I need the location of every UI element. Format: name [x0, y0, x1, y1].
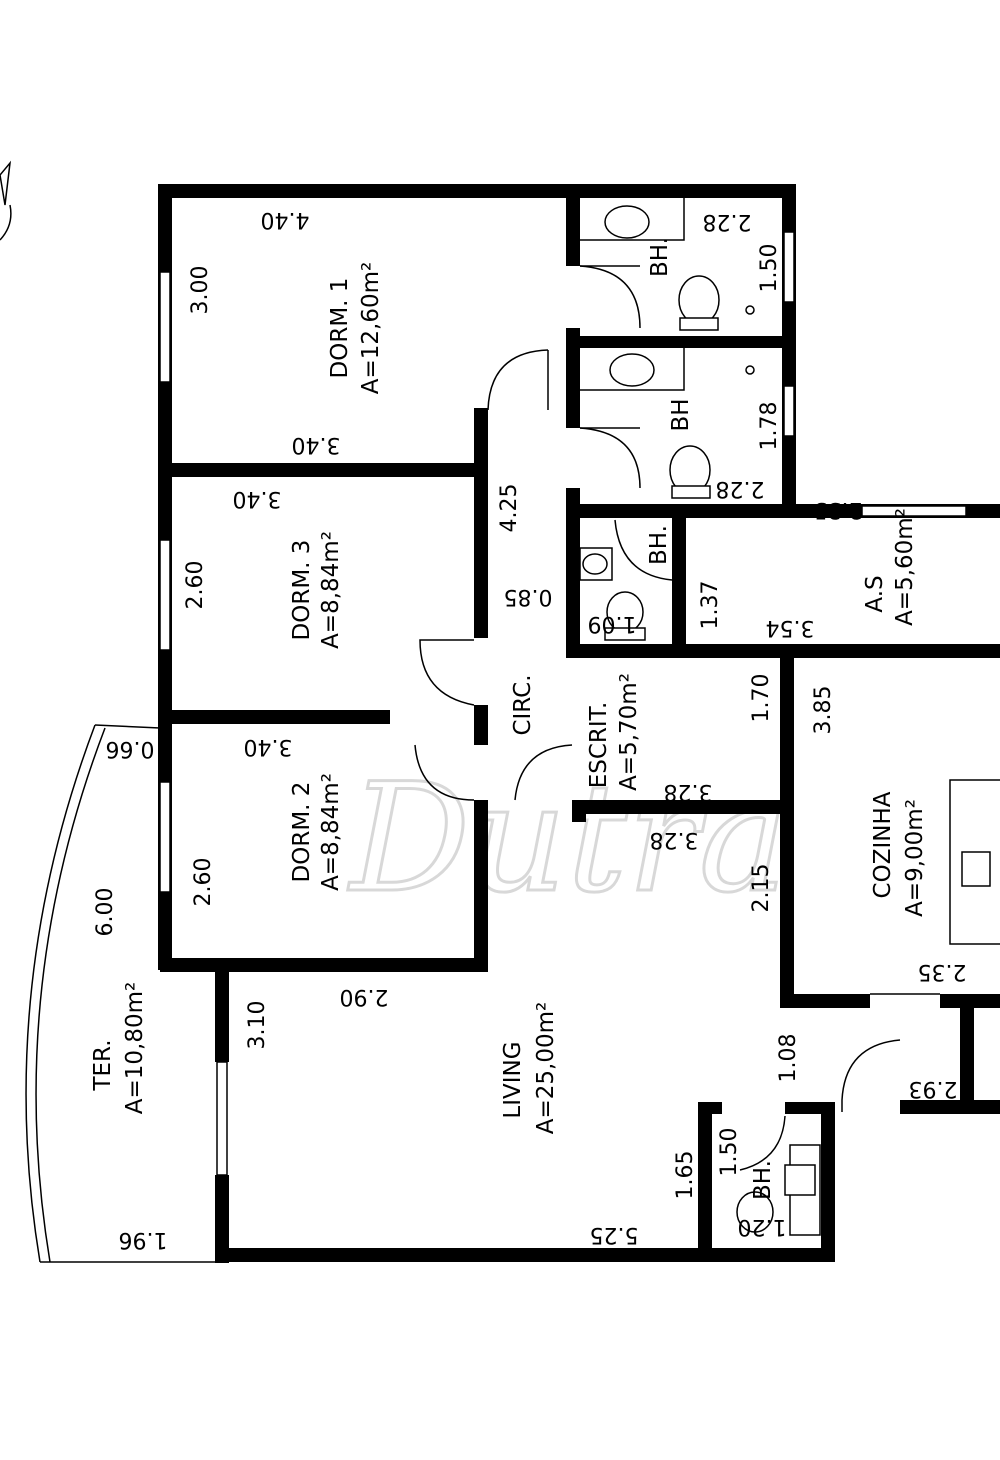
dimension-living-right: 2.15	[749, 864, 774, 913]
dimension-as-top: 2.35	[814, 497, 863, 522]
dimension-dorm3-top: 3.40	[233, 486, 282, 511]
dimension-kitchen-bottom: 2.35	[918, 959, 967, 984]
dimension-bh1-height: 1.50	[757, 244, 782, 293]
room-label-as: A.S	[862, 575, 888, 612]
dimension-ter-bottom: 1.96	[119, 1227, 168, 1252]
room-label-dorm3: DORM. 3	[289, 540, 315, 641]
dimension-ter-top: 0.66	[106, 736, 155, 761]
room-labels: DORM. 1 A=12,60m² DORM. 3 A=8,84m² DORM.…	[90, 237, 928, 1200]
dimension-dorm2-top: 3.40	[244, 734, 293, 759]
room-label-escrit: ESCRIT.	[586, 702, 612, 789]
dimension-door-width: 1.08	[776, 1034, 801, 1083]
dimension-bh2-width: 2.28	[716, 476, 765, 501]
room-area-dorm2: A=8,84m²	[318, 773, 344, 891]
dimension-living-bottom: 5.25	[590, 1222, 639, 1247]
dimension-as-bottom: 3.54	[766, 615, 815, 640]
doors	[414, 265, 963, 1171]
dimension-dorm1-bottom: 3.40	[292, 432, 341, 457]
dimension-bh4-side: 1.65	[673, 1151, 698, 1200]
room-area-ter: A=10,80m²	[122, 982, 148, 1114]
windows	[159, 231, 967, 1176]
dimension-bh4-height: 1.50	[717, 1128, 742, 1177]
dimension-bh2-height: 1.78	[757, 402, 782, 451]
room-label-bh2: BH	[668, 398, 694, 431]
room-label-living: LIVING	[500, 1041, 526, 1118]
room-label-bh4: BH.	[750, 1160, 776, 1200]
dimension-living-top: 3.28	[650, 827, 699, 852]
north-arrow-icon	[0, 160, 12, 241]
room-label-bh3: BH.	[646, 525, 672, 565]
room-area-dorm1: A=12,60m²	[358, 262, 384, 394]
dimension-hall-width: 2.93	[909, 1076, 958, 1101]
room-label-cozinha: COZINHA	[870, 791, 896, 898]
dimension-bh1-width: 2.28	[703, 209, 752, 234]
dimension-dorm1-side: 3.00	[188, 266, 213, 315]
dimension-escrit-bottom: 3.28	[664, 779, 713, 804]
room-label-bh1: BH.	[647, 237, 673, 277]
dimension-circ-width: 0.85	[504, 584, 553, 609]
room-area-cozinha: A=9,00m²	[902, 799, 928, 917]
room-area-escrit: A=5,70m²	[616, 673, 642, 791]
watermark-logo: Dutra	[347, 752, 788, 926]
dimension-bh3-height: 1.37	[698, 581, 723, 630]
dimension-dorm2-bottom: 2.90	[340, 984, 389, 1009]
dimension-living-left: 3.10	[245, 1001, 270, 1050]
dimension-dorm1-top: 4.40	[261, 207, 310, 232]
room-area-dorm3: A=8,84m²	[318, 531, 344, 649]
dimension-kitchen-side: 3.85	[811, 686, 836, 735]
room-area-living: A=25,00m²	[533, 1002, 559, 1134]
dimension-dorm3-side: 2.60	[183, 561, 208, 610]
bathroom-fixtures	[579, 198, 1000, 1236]
room-label-dorm1: DORM. 1	[327, 278, 353, 379]
dimension-dorm2-side: 2.60	[191, 858, 216, 907]
dimension-ter-side: 6.00	[93, 888, 118, 937]
dimension-escrit-side: 1.70	[749, 674, 774, 723]
dimension-bh4-width: 1.20	[738, 1214, 787, 1239]
terrace-outline	[25, 724, 218, 1263]
walls	[158, 184, 1000, 1263]
room-area-as: A=5,60m²	[892, 508, 918, 626]
room-label-ter: TER.	[90, 1039, 116, 1091]
dimension-circ-length: 4.25	[497, 484, 522, 533]
room-label-circ: CIRC.	[510, 674, 536, 735]
room-label-dorm2: DORM. 2	[289, 782, 315, 883]
dimension-bh3-width: 1.09	[588, 611, 637, 636]
dimension-labels: 4.40 3.00 3.40 2.28 1.50 1.78 2.28 4.25 …	[93, 207, 966, 1252]
